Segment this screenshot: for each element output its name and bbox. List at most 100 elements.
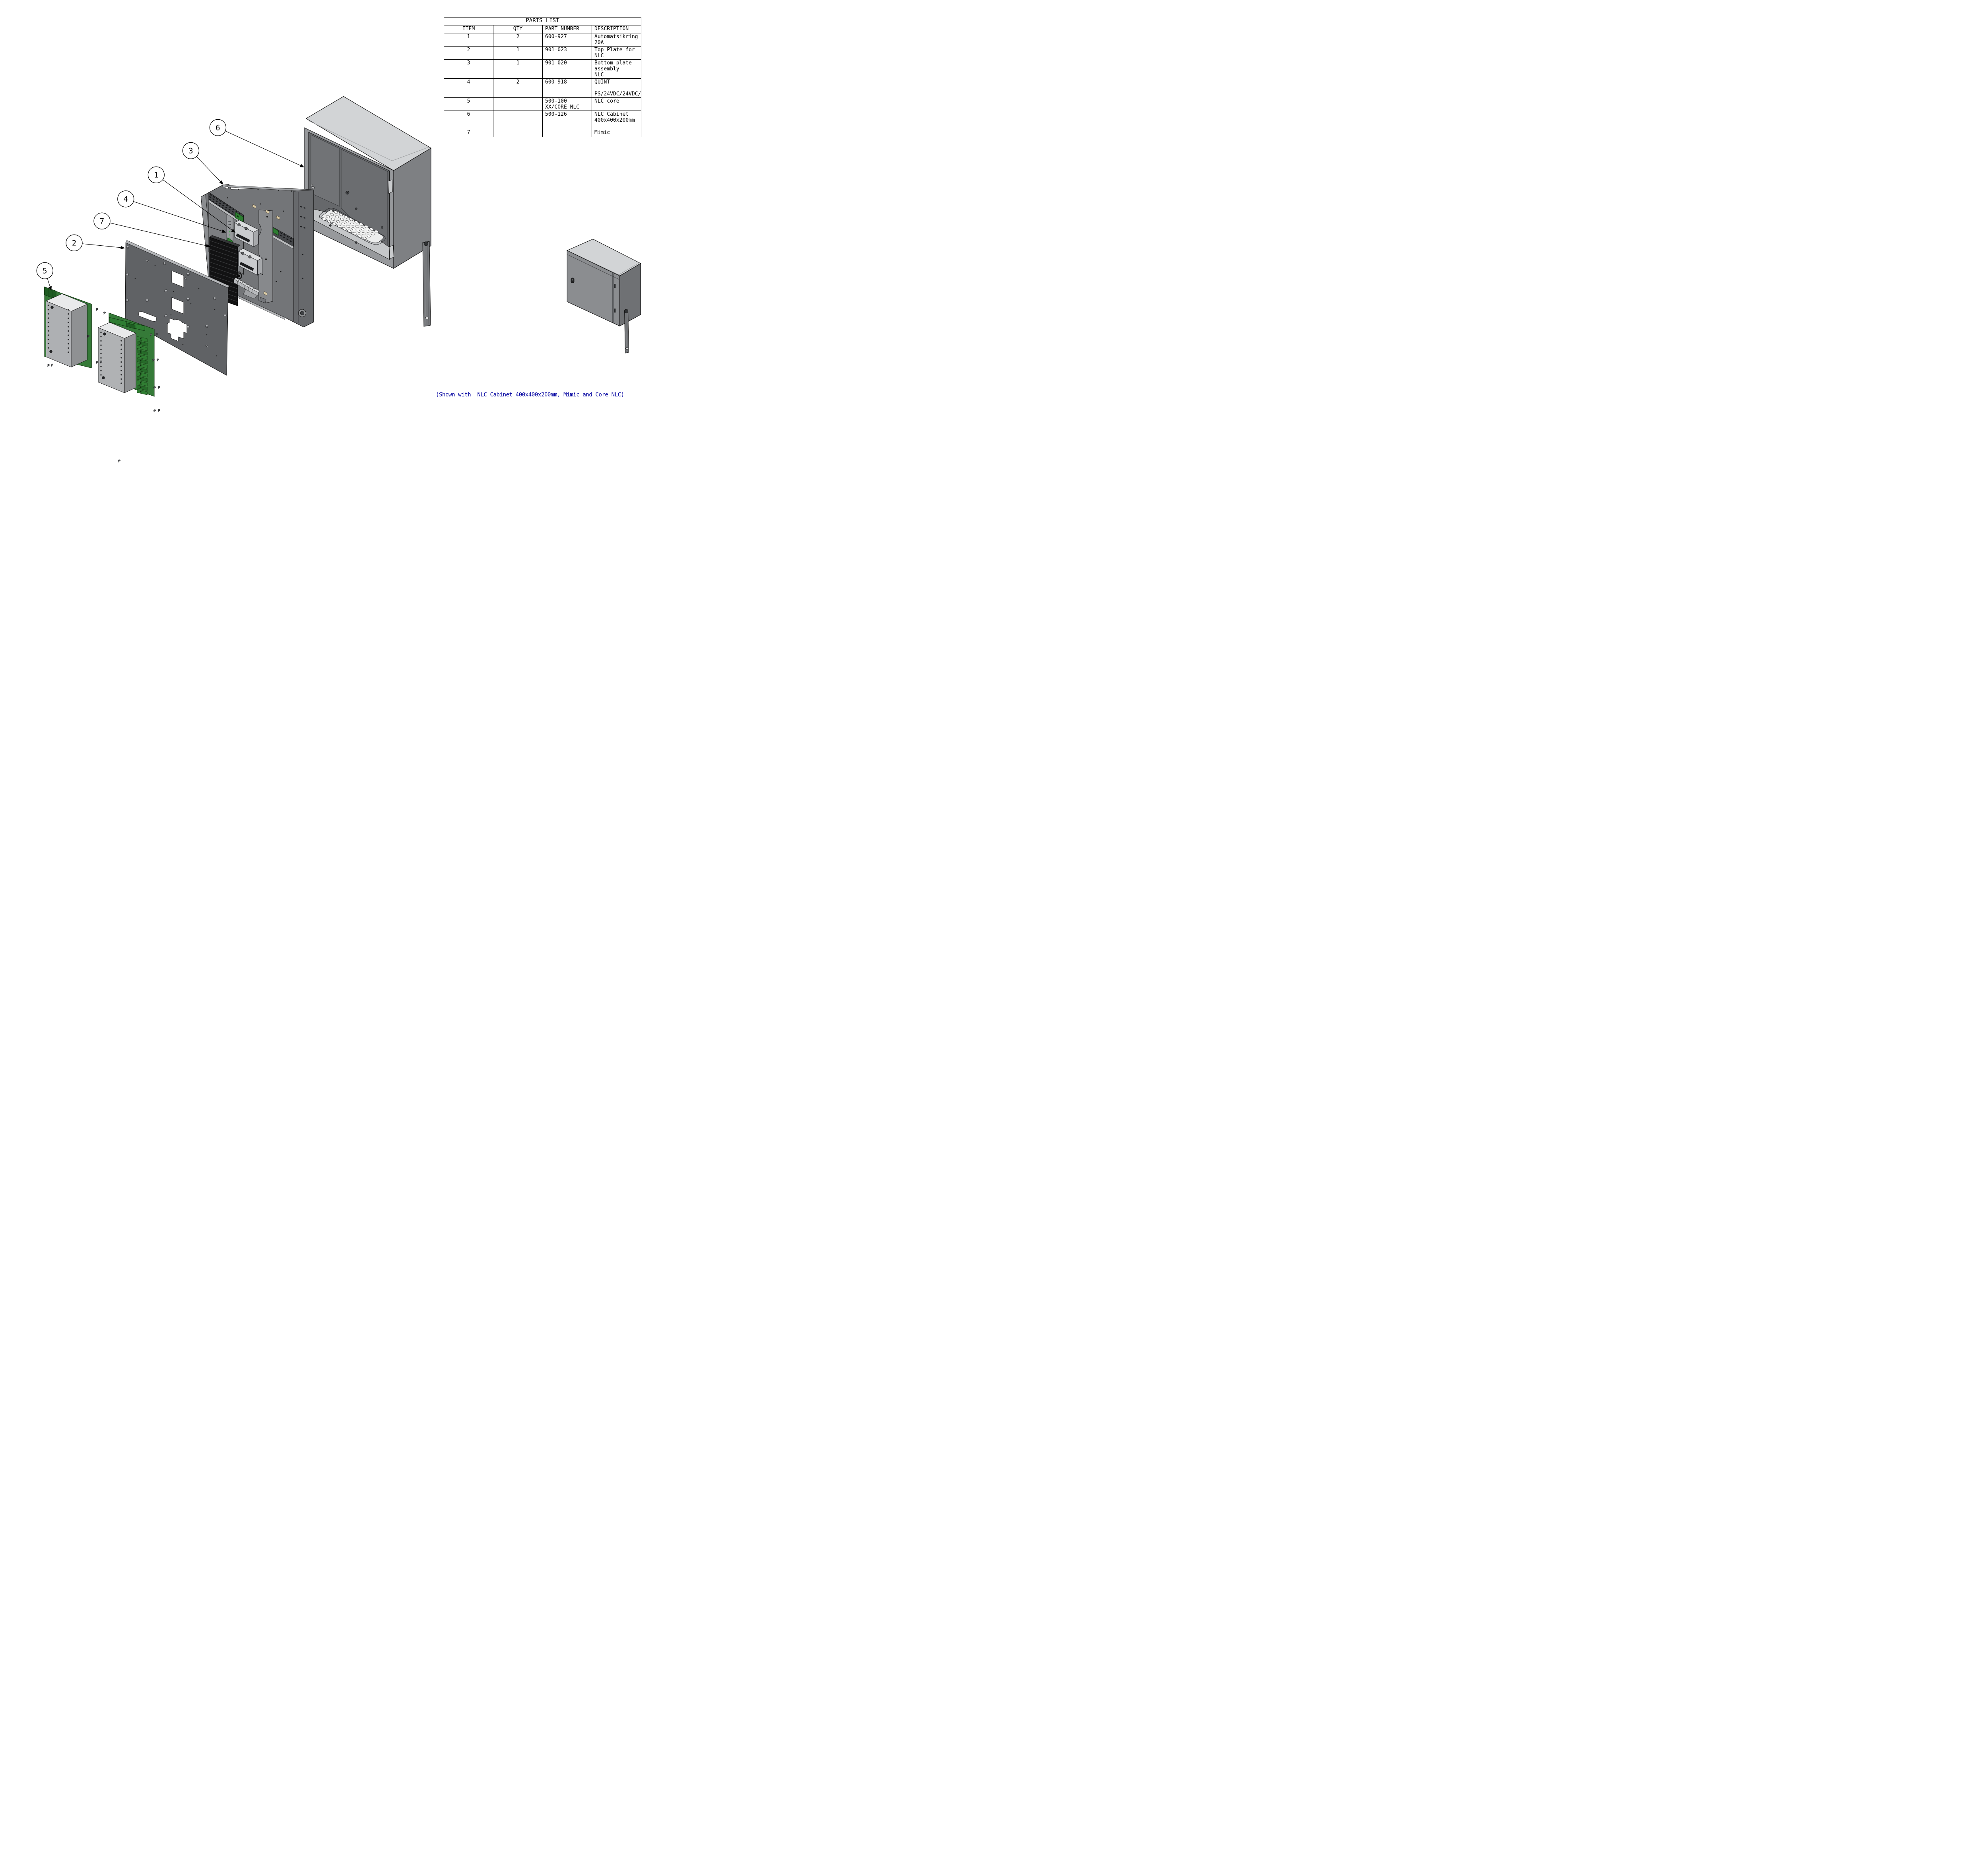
core-module-1 [44, 286, 92, 369]
cell-item: 4 [444, 78, 493, 98]
cell-qty: 2 [493, 78, 543, 98]
balloon-2-top-plate: 2 [66, 234, 125, 251]
small-hinge-upper [613, 284, 616, 288]
balloon-4-quint-psu: 4 [117, 190, 227, 233]
strap-hole [425, 316, 429, 320]
balloon-circle-5 [36, 262, 53, 279]
small-cabinet-strap [624, 309, 629, 353]
cell-item: 3 [444, 59, 493, 79]
psu2-connector [273, 227, 279, 236]
leader-line-4 [133, 201, 227, 233]
balloon-number-7: 7 [100, 217, 104, 225]
nlc-core-modules [44, 286, 160, 462]
core2-box-side [124, 333, 136, 393]
cell-qty: 1 [493, 59, 543, 79]
cell-part-number: 901-023 [542, 46, 592, 60]
automatsikring-breaker-1 [234, 219, 259, 247]
door-stud [311, 186, 315, 189]
breaker-toggle [236, 233, 250, 243]
quint-psu-2 [272, 227, 294, 249]
parts-row-7: 7 Mimic [444, 129, 641, 137]
top-plate-standoffs [126, 245, 227, 347]
cabinet-hinge-upper [388, 179, 393, 194]
slot-oblong [138, 311, 157, 322]
cell-part-number: 901-020 [542, 59, 592, 79]
balloon-number-6: 6 [215, 123, 220, 132]
cell-part-number [542, 129, 592, 137]
leader-line-5 [47, 278, 52, 291]
core-module-holes [47, 305, 122, 384]
leader-line-1 [163, 179, 236, 233]
balloon-circle-3 [182, 142, 200, 159]
balloon-6-nlc-cabinet: 6 [209, 119, 305, 167]
core2-box-front [98, 327, 125, 393]
cell-description: QUINT -PS/24VDC/24VDC/10 [592, 78, 641, 98]
balloon-circle-6 [209, 119, 227, 136]
grommet [235, 272, 242, 280]
strap-bolt [423, 241, 429, 246]
cell-description: Mimic [592, 129, 641, 137]
table-title-row: PARTS LIST [444, 17, 641, 25]
cell-description: Automatsikring 20A [592, 33, 641, 47]
balloon-number-3: 3 [188, 146, 193, 155]
balloon-number-5: 5 [43, 266, 47, 275]
leader-line-3 [196, 156, 224, 185]
balloon-number-4: 4 [124, 195, 128, 204]
col-header-description: DESCRIPTION [592, 25, 641, 33]
cell-part-number: 600-918 [542, 78, 592, 98]
nlc-cabinet [304, 96, 432, 327]
gland-gasket [319, 208, 386, 245]
cell-item: 1 [444, 33, 493, 47]
leader-line-7 [110, 222, 211, 248]
balloons-layer: 1 2 3 4 5 6 7 [36, 119, 305, 291]
balloon-3-bottom-plate-assembly: 3 [182, 142, 224, 185]
interior-stud [311, 184, 313, 186]
balloon-number-1: 1 [154, 171, 158, 179]
col-header-part-number: PART NUMBER [542, 25, 592, 33]
balloon-circle-4 [117, 190, 134, 208]
cell-description: Top Plate for NLC [592, 46, 641, 60]
cabinet-strap [422, 241, 431, 327]
middle-bracket [258, 210, 273, 303]
interior-left-panel [311, 134, 340, 207]
core1-box-side [71, 304, 87, 367]
cell-item: 2 [444, 46, 493, 60]
balloon-circle-7 [93, 212, 111, 229]
cell-qty [493, 97, 543, 111]
top-plate [125, 240, 229, 376]
cell-part-number: 600-927 [542, 33, 592, 47]
cell-description: Bottom plate assembly NLC [592, 59, 641, 79]
automatsikring-breaker-2 [238, 248, 263, 276]
cell-qty: 1 [493, 46, 543, 60]
right-channel [293, 189, 314, 328]
cell-description: NLC Cabinet 400x400x200mm [592, 111, 641, 129]
plate-ear-hole [225, 186, 229, 189]
leader-line-2 [82, 243, 125, 250]
table-title: PARTS LIST [444, 17, 641, 25]
balloon-1-automatsikring-breaker: 1 [148, 166, 236, 233]
balloon-5-nlc-core-module: 5 [36, 262, 53, 291]
din-rail-clips [252, 204, 280, 296]
gland-plate-holes [322, 211, 379, 240]
cell-part-number: 500-126 [542, 111, 592, 129]
cell-item: 7 [444, 129, 493, 137]
bottom-plate-assembly [200, 184, 314, 328]
top-plate-flange [125, 240, 229, 288]
balloon-7-mimic: 7 [93, 212, 211, 248]
balloon-number-2: 2 [72, 239, 76, 247]
caption-note: (Shown with NLC Cabinet 400x400x200mm, M… [436, 392, 624, 398]
balloon-circle-1 [148, 166, 165, 183]
cell-item: 6 [444, 111, 493, 129]
col-header-item: ITEM [444, 25, 493, 33]
cell-qty [493, 129, 543, 137]
cell-part-number: 500-100 XX/CORE NLC [542, 97, 592, 111]
